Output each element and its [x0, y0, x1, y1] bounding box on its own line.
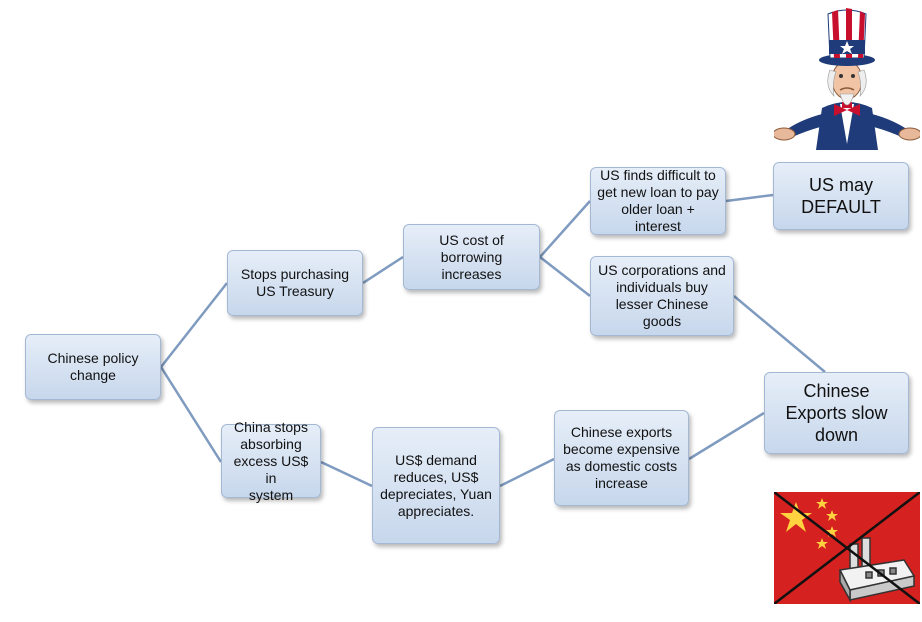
connector-demand-to-expensive [499, 457, 555, 488]
node-label: Chinese Exports slow down [785, 381, 888, 445]
node-usd-demand-reduces: US$ demand reduces, US$ depreciates, Yua… [372, 427, 500, 544]
connector-policy-to-absorbing [159, 366, 223, 463]
node-difficult-new-loan: US finds difficult to get new loan to pa… [590, 167, 726, 235]
node-cost-of-borrowing: US cost of borrowing increases [403, 224, 540, 290]
node-chinese-exports-slow-down: Chinese Exports slow down [764, 372, 909, 454]
connector-expensive-to-slowdown [688, 411, 765, 461]
node-label: US may DEFAULT [801, 175, 881, 217]
node-label: US$ demand reduces, US$ depreciates, Yua… [380, 451, 492, 519]
connector-absorbing-to-demand [320, 460, 373, 488]
connector-corporations-to-slowdown [733, 295, 826, 373]
connector-cost-to-newloan [539, 200, 591, 258]
connector-newloan-to-default [725, 193, 774, 203]
node-label: US finds difficult to get new loan to pa… [597, 167, 719, 234]
node-label: Chinese exports become expensive as dome… [563, 424, 680, 491]
node-corporations-buy-less: US corporations and individuals buy less… [590, 256, 734, 336]
connector-cost-to-corporations [539, 256, 591, 297]
node-china-stops-absorbing: China stops absorbing excess US$ in syst… [221, 419, 321, 503]
crossed-out-china-flag-image [774, 492, 920, 604]
large-star-icon [780, 502, 812, 532]
node-us-may-default: US may DEFAULT [773, 162, 909, 230]
uncle-sam-illustration [774, 8, 920, 150]
node-label: Chinese policy change [47, 350, 139, 383]
node-label: China stops absorbing excess US$ in syst… [233, 418, 309, 503]
connector-policy-to-treasury [160, 282, 228, 368]
node-exports-become-expensive: Chinese exports become expensive as dome… [554, 410, 689, 506]
node-label: US cost of borrowing increases [439, 231, 504, 282]
connector-treasury-to-cost [362, 255, 404, 285]
node-label: US corporations and individuals buy less… [598, 262, 726, 329]
node-stops-purchasing-treasury: Stops purchasing US Treasury [227, 250, 363, 316]
node-label: Stops purchasing US Treasury [240, 266, 350, 299]
node-chinese-policy-change: Chinese policy change [25, 334, 161, 400]
